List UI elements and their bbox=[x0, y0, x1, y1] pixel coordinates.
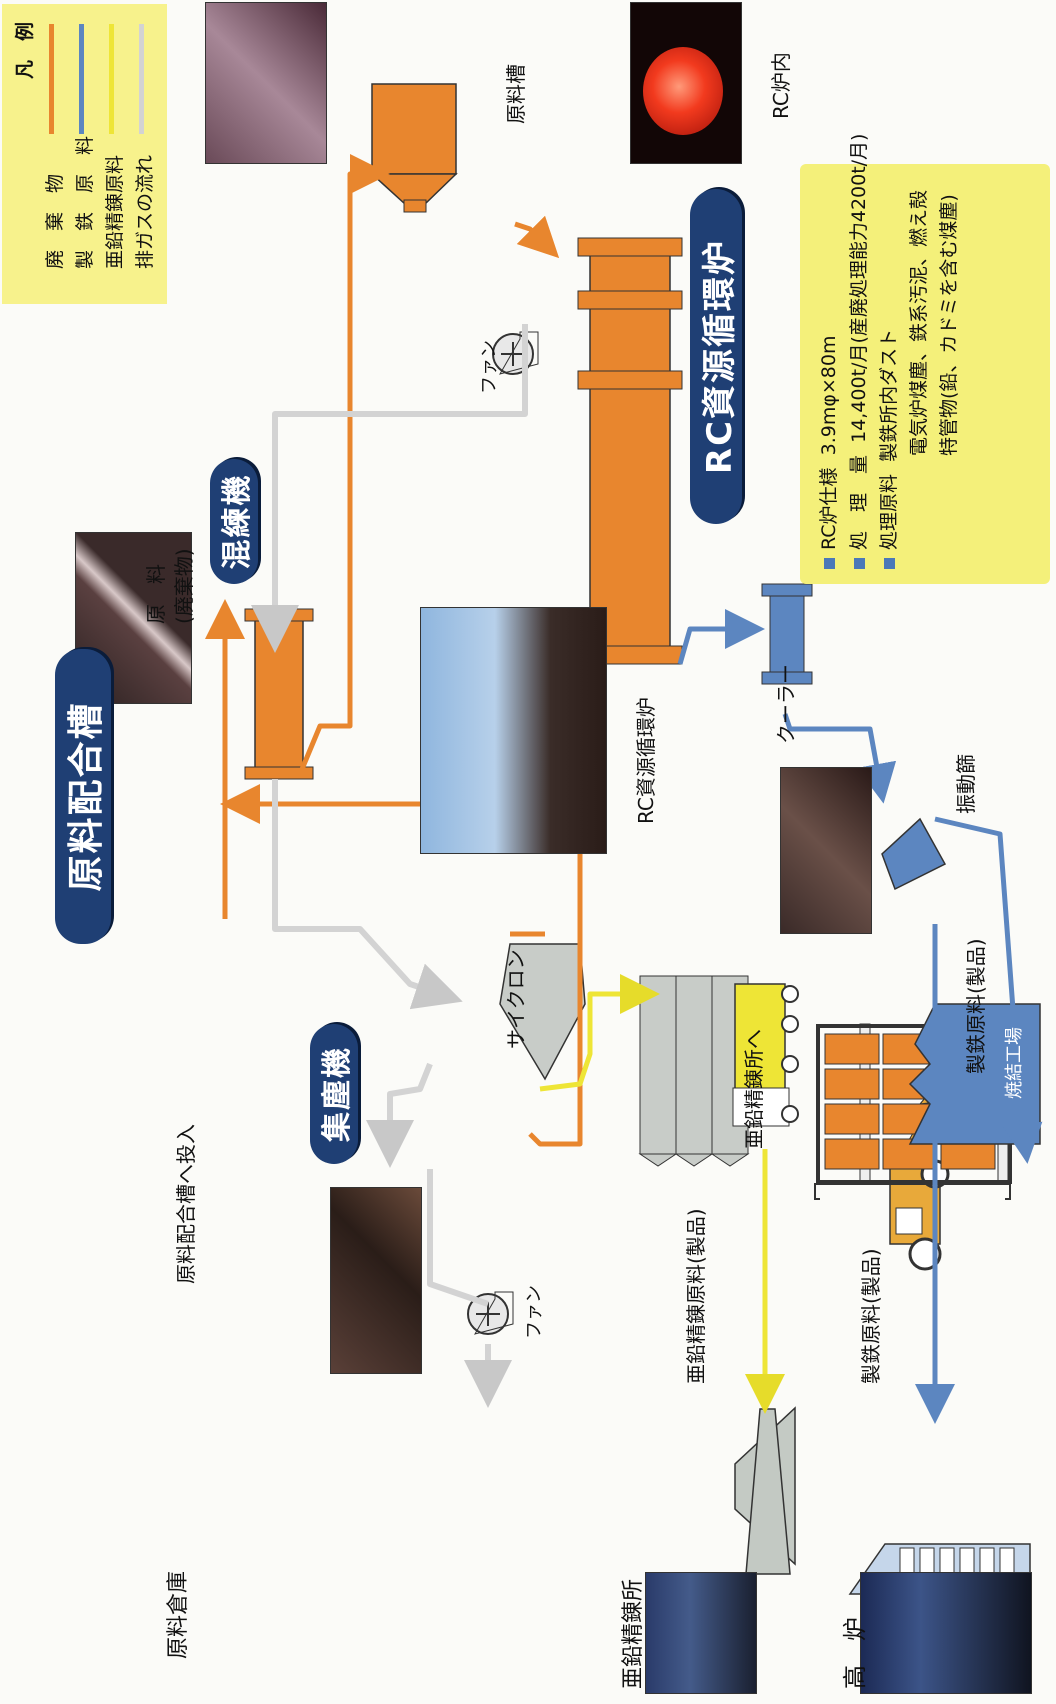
legend-label: 亜鉛精錬原料 bbox=[104, 154, 126, 269]
exhaust-gas-lines bbox=[251, 324, 528, 1408]
bullet-icon bbox=[884, 558, 895, 569]
spec-value: 14,400t/月(産廃処理能力4200t/月) bbox=[848, 133, 870, 443]
legend-title: 凡 例 bbox=[14, 21, 36, 79]
legend-swatch-waste bbox=[49, 24, 54, 134]
legend-swatch-zinc bbox=[109, 24, 114, 134]
legend-label: 製 鉄 原 料 bbox=[74, 135, 96, 269]
sintering-plant-icon bbox=[908, 1003, 1041, 1145]
label-fan-top: ファン bbox=[479, 340, 500, 394]
label-iron-product-upper: 製鉄原料(製品) bbox=[964, 938, 988, 1074]
label-raw-material-tank: 原料槽 bbox=[504, 64, 528, 124]
title-kneader: 混練機 bbox=[210, 459, 258, 584]
photo-dust-collector bbox=[330, 1187, 422, 1374]
label-raw-warehouse: 原料倉庫 bbox=[166, 1570, 191, 1659]
photo-blast-furnace bbox=[860, 1572, 1032, 1694]
kneader bbox=[244, 608, 314, 780]
label-sintering-plant: 焼結工場 bbox=[1004, 1027, 1025, 1099]
spec-key: 処理原料 bbox=[878, 473, 900, 550]
spec-row-1: 処 理 量 14,400t/月(産廃処理能力4200t/月) bbox=[844, 134, 871, 569]
legend-item-iron: 製 鉄 原 料 bbox=[70, 136, 97, 269]
title-raw-blending-tank: 原料配合槽 bbox=[55, 649, 111, 944]
photo-zinc-refinery bbox=[645, 1572, 757, 1694]
spec-row-3: 電気炉煤塵、鉄系汚泥、燃え殻 bbox=[904, 190, 931, 456]
raw-material-tank bbox=[370, 83, 458, 213]
fan-bottom-icon bbox=[467, 1291, 514, 1335]
legend-box: 凡 例 廃 棄 物 製 鉄 原 料 亜鉛精錬原料 排ガスの流れ bbox=[2, 4, 167, 304]
rc-furnace bbox=[577, 237, 683, 665]
legend-label: 廃 棄 物 bbox=[44, 173, 66, 269]
truck-icon bbox=[732, 983, 799, 1127]
title-rc-furnace: RC資源循環炉 bbox=[690, 189, 742, 524]
spec-value: 電気炉煤塵、鉄系汚泥、燃え殻 bbox=[908, 189, 930, 456]
legend-item-waste: 廃 棄 物 bbox=[40, 174, 67, 269]
spec-value: 製鉄所内ダスト bbox=[878, 328, 900, 462]
label-vibrating-screen: 振動篩 bbox=[954, 754, 978, 814]
label-rc-inside: RC炉内 bbox=[769, 52, 793, 119]
spec-value: 特管物(鉛、カドミを含む煤塵) bbox=[938, 194, 960, 456]
label-cooler: クーラー bbox=[774, 664, 798, 744]
label-raw-waste-2: (廃棄物) bbox=[172, 548, 196, 624]
photo-rc-furnace bbox=[420, 607, 607, 854]
legend-swatch-iron bbox=[79, 24, 84, 134]
spec-row-2: 処理原料 製鉄所内ダスト bbox=[874, 329, 901, 569]
legend-swatch-gas bbox=[139, 24, 144, 134]
legend-label: 排ガスの流れ bbox=[134, 154, 156, 269]
label-zinc-product: 亜鉛精錬原料(製品) bbox=[684, 1208, 708, 1384]
label-zinc-to-refinery: 亜鉛精錬所へ bbox=[742, 1029, 766, 1149]
spec-key: 処 理 量 bbox=[848, 454, 870, 550]
iron-flow-lines bbox=[677, 609, 1043, 1424]
label-rc-photo-caption: RC資源循環炉 bbox=[634, 697, 658, 824]
label-feed-to-tank: 原料配合槽へ投入 bbox=[174, 1124, 198, 1284]
vibrating-screen bbox=[881, 817, 947, 891]
label-iron-product-lower: 製鉄原料(製品) bbox=[859, 1248, 883, 1384]
title-dust-collector: 集塵機 bbox=[310, 1024, 358, 1164]
photo-raw-material-tank bbox=[205, 2, 327, 164]
dust-collector bbox=[638, 975, 750, 1167]
cooler bbox=[761, 583, 813, 685]
legend-item-zinc: 亜鉛精錬原料 bbox=[100, 155, 127, 269]
zinc-flow-lines bbox=[539, 974, 785, 1414]
spec-row-4: 特管物(鉛、カドミを含む煤塵) bbox=[934, 194, 961, 456]
label-fan-bottom: ファン bbox=[524, 1285, 545, 1339]
spec-value: 3.9mφ×80m bbox=[818, 335, 840, 456]
photo-iron-conveyor bbox=[780, 767, 872, 934]
label-zinc-refinery: 亜鉛精錬所 bbox=[621, 1578, 646, 1689]
label-cyclone: サイクロン bbox=[504, 949, 528, 1049]
spec-key: RC炉仕様 bbox=[818, 467, 840, 550]
bullet-icon bbox=[824, 558, 835, 569]
photo-rc-inside bbox=[630, 2, 742, 164]
label-blast-furnace: 高 炉 bbox=[841, 1617, 869, 1689]
spec-row-0: RC炉仕様 3.9mφ×80m bbox=[814, 335, 841, 569]
spec-box: RC炉仕様 3.9mφ×80m 処 理 量 14,400t/月(産廃処理能力42… bbox=[800, 134, 1050, 584]
bullet-icon bbox=[854, 558, 865, 569]
label-raw-waste-1: 原 料 bbox=[144, 564, 168, 624]
rc-inside-glow-icon bbox=[643, 47, 723, 135]
legend-item-gas: 排ガスの流れ bbox=[130, 155, 157, 269]
